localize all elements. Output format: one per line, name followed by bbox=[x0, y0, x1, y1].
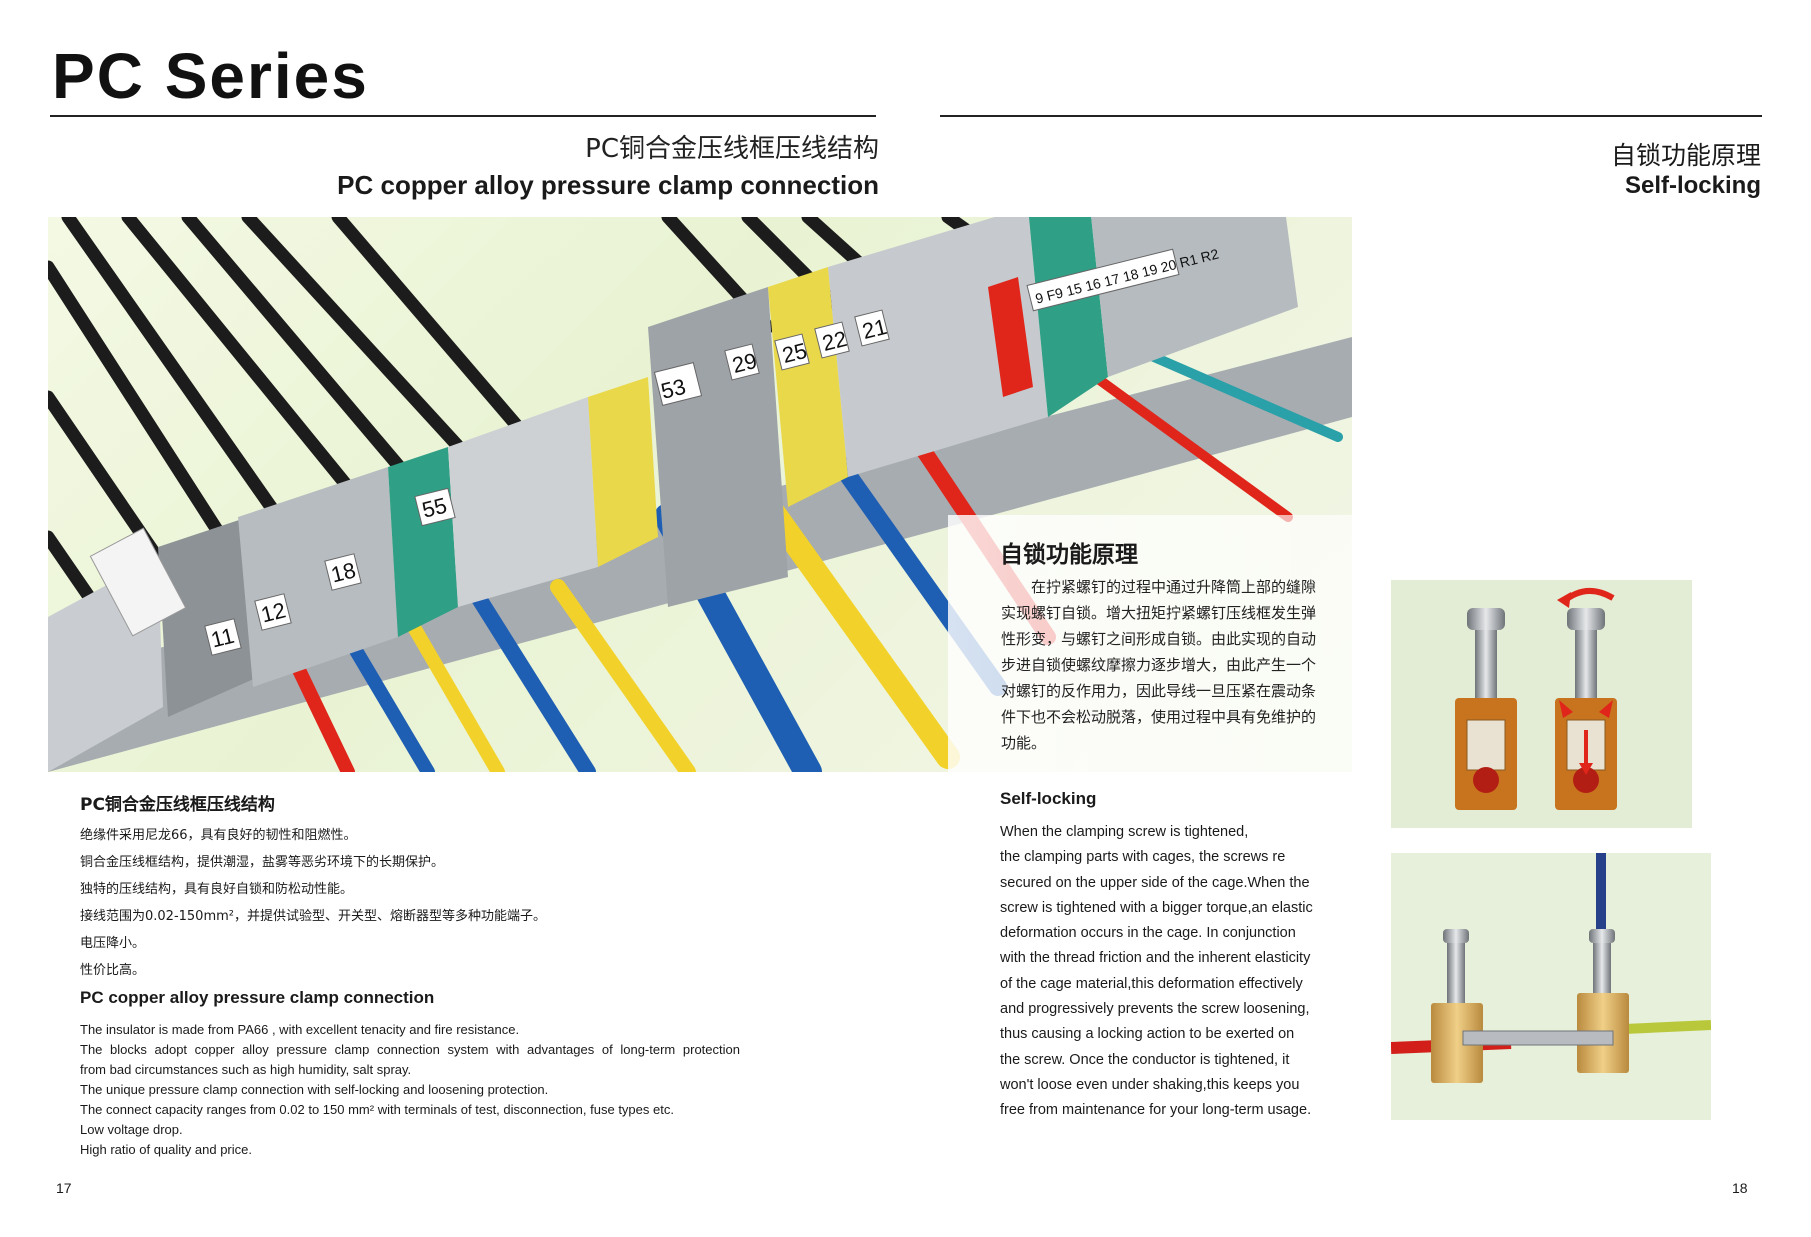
cn-feature-item: 绝缘件采用尼龙66，具有良好的韧性和阻燃性。 bbox=[80, 828, 357, 843]
series-title: PC Series bbox=[52, 40, 369, 112]
page-number-right: 18 bbox=[1732, 1180, 1748, 1196]
en-feature-item: The connect capacity ranges from 0.02 to… bbox=[80, 1102, 674, 1117]
wire-clamp-diagram bbox=[1390, 853, 1712, 1083]
en-feature-item: Low voltage drop. bbox=[80, 1122, 183, 1137]
self-locking-text: When the clamping screw is tightened, th… bbox=[1000, 820, 1326, 1124]
left-heading-cn: PC铜合金压线框压线结构 bbox=[585, 134, 879, 164]
clamp-wire-photo bbox=[1390, 853, 1712, 1120]
cn-section-title: PC铜合金压线框压线结构 bbox=[80, 795, 275, 815]
left-heading-en: PC copper alloy pressure clamp connectio… bbox=[337, 170, 879, 200]
svg-text:22: 22 bbox=[820, 326, 850, 356]
left-header-rule bbox=[50, 115, 876, 117]
terminal-block-photo: 53 29 25 22 21 55 18 12 11 9 F9 15 16 17… bbox=[48, 217, 1352, 772]
text-line: won't loose even under shaking,this keep… bbox=[1000, 1076, 1300, 1093]
svg-text:21: 21 bbox=[860, 314, 890, 344]
text-line: the screw. Once the conductor is tighten… bbox=[1000, 1051, 1290, 1068]
force-arrow-icon bbox=[1559, 700, 1573, 718]
svg-text:29: 29 bbox=[730, 348, 760, 378]
cn-feature-item: 接线范围为0.02-150mm²，并提供试验型、开关型、熔断器型等多种功能端子。 bbox=[80, 909, 546, 924]
right-heading-cn: 自锁功能原理 bbox=[1610, 141, 1761, 170]
cn-feature-item: 独特的压线结构，具有良好自锁和防松动性能。 bbox=[80, 882, 354, 897]
end-bracket bbox=[48, 527, 187, 772]
svg-text:12: 12 bbox=[258, 597, 288, 627]
en-feature-item: The insulator is made from PA66 , with e… bbox=[80, 1022, 520, 1037]
en-feature-item: The unique pressure clamp connection wit… bbox=[80, 1082, 549, 1097]
terminal-block-illustration: 53 29 25 22 21 55 18 12 11 9 F9 15 16 17… bbox=[48, 217, 1352, 772]
svg-text:25: 25 bbox=[780, 338, 810, 368]
text-line: deformation occurs in the cage. In conju… bbox=[1000, 925, 1296, 942]
svg-text:53: 53 bbox=[658, 374, 688, 404]
overlay-text: 在拧紧螺钉的过程中通过升降筒上部的缝隙实现螺钉自锁。增大扭矩拧紧螺钉压线框发生弹… bbox=[1001, 578, 1317, 752]
svg-text:55: 55 bbox=[419, 493, 449, 523]
clamp-diagram bbox=[1455, 588, 1617, 810]
text-line: When the clamping screw is tightened, bbox=[1000, 824, 1249, 840]
self-locking-title: Self-locking bbox=[1000, 789, 1097, 808]
text-line: screw is tightened with a bigger torque,… bbox=[1000, 899, 1313, 916]
text-line: thus causing a locking action to be exer… bbox=[1000, 1026, 1295, 1043]
en-feature-item: The blocks adopt copper alloy pressure c… bbox=[80, 1042, 740, 1057]
marker-tags bbox=[204, 248, 1180, 656]
page-number-left: 17 bbox=[56, 1180, 72, 1196]
cn-feature-item: 性价比高。 bbox=[80, 963, 146, 978]
text-line: of the cage material,this deformation ef… bbox=[1000, 975, 1303, 992]
en-section-title: PC copper alloy pressure clamp connectio… bbox=[80, 988, 435, 1007]
clamp-self-locking-photo bbox=[1391, 580, 1692, 828]
self-locking-overlay-panel bbox=[948, 515, 1352, 772]
en-feature-item: from bad circumstances such as high humi… bbox=[80, 1062, 412, 1077]
text-line: with the thread friction and the inheren… bbox=[1000, 950, 1311, 967]
en-feature-item: High ratio of quality and price. bbox=[80, 1142, 252, 1157]
text-line: the clamping parts with cages, the screw… bbox=[1000, 849, 1286, 866]
en-feature-list: The insulator is made from PA66 , with e… bbox=[80, 1020, 760, 1160]
overlay-title: 自锁功能原理 bbox=[1000, 542, 1138, 568]
cn-feature-item: 铜合金压线框结构，提供潮湿，盐雾等恶劣环境下的长期保护。 bbox=[80, 855, 445, 870]
text-line: free from maintenance for your long-term… bbox=[1000, 1102, 1312, 1119]
right-header-rule bbox=[940, 115, 1762, 117]
cn-feature-item: 电压降小。 bbox=[80, 936, 146, 951]
right-heading-en: Self-locking bbox=[1624, 172, 1761, 199]
text-line: and progressively prevents the screw loo… bbox=[1000, 1001, 1310, 1018]
svg-text:18: 18 bbox=[328, 557, 358, 587]
text-line: secured on the upper side of the cage.Wh… bbox=[1000, 874, 1310, 891]
cn-feature-list: 绝缘件采用尼龙66，具有良好的韧性和阻燃性。 铜合金压线框结构，提供潮湿，盐雾等… bbox=[80, 822, 546, 984]
